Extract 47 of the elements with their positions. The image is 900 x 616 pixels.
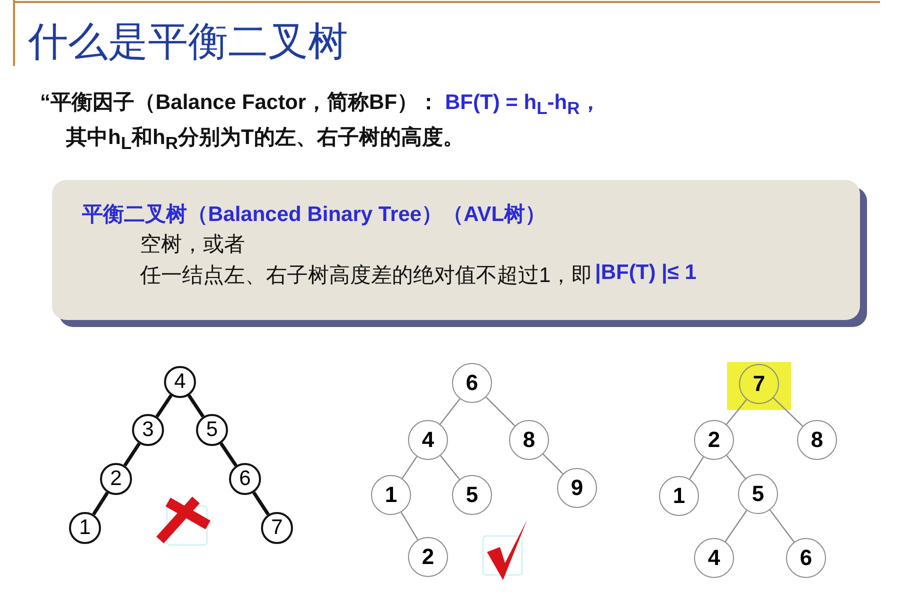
tree-edge bbox=[400, 512, 418, 540]
title: 什么是平衡二叉树 bbox=[28, 19, 348, 66]
tree-node-circle: 6 bbox=[452, 363, 492, 403]
tree-edge bbox=[772, 397, 804, 427]
tree-edge bbox=[724, 510, 748, 542]
tree-node-circle: 1 bbox=[659, 476, 699, 516]
text-line: 空树，或者 bbox=[140, 232, 245, 258]
definition-panel bbox=[52, 180, 860, 320]
text-line: “平衡因子（Balance Factor，简称BF）： bbox=[40, 90, 440, 116]
tree-edge bbox=[542, 454, 564, 474]
tree-node-circle: 2 bbox=[408, 537, 448, 577]
text-line: 平衡二叉树（Balanced Binary Tree）（AVL树） bbox=[82, 202, 546, 228]
tree-node-circle: 4 bbox=[694, 538, 734, 578]
tree-node-circle: 6 bbox=[229, 463, 261, 495]
tree-edge bbox=[440, 455, 460, 480]
text-line: 任一结点左、右子树高度差的绝对值不超过1，即 bbox=[140, 263, 593, 289]
tree-edge bbox=[187, 394, 205, 418]
tree-edge bbox=[123, 442, 141, 467]
tree-node-circle: 9 bbox=[557, 468, 597, 508]
tree-node-circle: 4 bbox=[408, 420, 448, 460]
tree-node-circle: 5 bbox=[738, 474, 778, 514]
tree-node-circle: 8 bbox=[509, 420, 549, 460]
tree-edge bbox=[252, 491, 270, 516]
tree-node-circle: 6 bbox=[786, 538, 826, 578]
tree-node-circle: 5 bbox=[452, 475, 492, 515]
text-line: 其中h$_{L}$和h$_{R}$分别为T的左、右子树的高度。 bbox=[66, 124, 464, 154]
tree-node-circle: 3 bbox=[132, 414, 164, 446]
text-line: |BF(T) |≤ 1 bbox=[595, 261, 696, 285]
tree-edge bbox=[402, 456, 418, 479]
tree-node-circle: 7 bbox=[261, 512, 293, 544]
tree-node-circle: 1 bbox=[371, 475, 411, 515]
tree-node-circle: 1 bbox=[69, 512, 101, 544]
tree-node-circle: 5 bbox=[196, 414, 228, 446]
tree-edge bbox=[726, 399, 747, 425]
tree-edge bbox=[155, 394, 173, 418]
tree-node-circle: 2 bbox=[100, 463, 132, 495]
tree-node-circle: 4 bbox=[164, 366, 196, 398]
text-line: BF(T) = h$_{L}$-h$_{R}$， bbox=[445, 90, 601, 120]
tree-edge bbox=[770, 510, 794, 542]
tree-node-circle: 2 bbox=[694, 420, 734, 460]
tree-edge bbox=[726, 455, 746, 479]
tree-node-circle: 8 bbox=[797, 420, 837, 460]
tree-edge bbox=[689, 456, 704, 480]
tree-edge bbox=[486, 396, 516, 426]
tree-edge bbox=[92, 492, 109, 516]
tree-edge bbox=[440, 398, 460, 425]
tree-edge bbox=[219, 442, 238, 467]
